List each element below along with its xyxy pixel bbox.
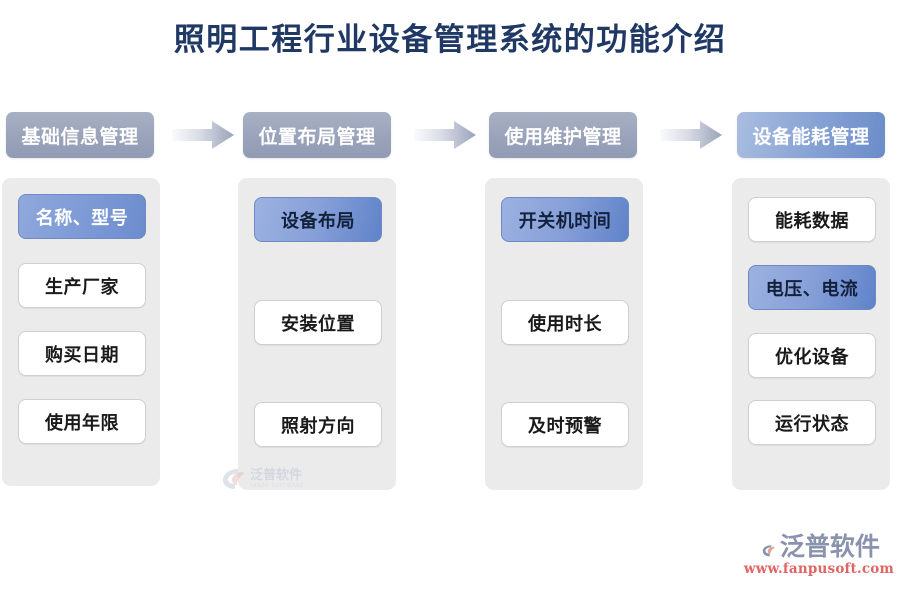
flow-stage-header-2[interactable]: 位置布局管理 — [243, 112, 391, 158]
fanpu-logo-icon — [762, 545, 775, 557]
right-arrow-icon — [172, 121, 234, 149]
flow-stage-panel-4: 能耗数据 电压、电流 优化设备 运行状态 — [732, 178, 890, 490]
flow-item-chip[interactable]: 名称、型号 — [18, 194, 146, 239]
flow-item-chip[interactable]: 生产厂家 — [18, 263, 146, 308]
right-arrow-icon — [414, 121, 476, 149]
flow-stage-panel-2: 设备布局 安装位置 照射方向 — [238, 178, 396, 490]
flow-item-chip[interactable]: 安装位置 — [254, 300, 382, 345]
brand-name: 泛普软件 — [779, 532, 880, 561]
flow-item-chip[interactable]: 运行状态 — [748, 400, 876, 445]
right-arrow-icon — [660, 121, 722, 149]
flow-item-chip[interactable]: 开关机时间 — [501, 197, 629, 242]
flow-header-row: 基础信息管理 位置布局管理 使用 — [0, 112, 900, 160]
flow-item-chip[interactable]: 及时预警 — [501, 402, 629, 447]
flow-stage-header-4[interactable]: 设备能耗管理 — [737, 112, 885, 158]
flow-item-chip[interactable]: 购买日期 — [18, 331, 146, 376]
flow-item-chip[interactable]: 设备布局 — [254, 197, 382, 242]
brand-url: www.fanpusoft.com — [743, 561, 894, 577]
flow-item-chip[interactable]: 电压、电流 — [748, 265, 876, 310]
brand-logo: 泛普软件 www.fanpusoft.com — [744, 532, 894, 590]
flow-stage-panel-3: 开关机时间 使用时长 及时预警 — [485, 178, 643, 490]
flow-stage-panel-1: 名称、型号 生产厂家 购买日期 使用年限 — [2, 178, 160, 486]
flow-stage-header-3[interactable]: 使用维护管理 — [489, 112, 637, 158]
flow-item-chip[interactable]: 使用年限 — [18, 399, 146, 444]
flow-stage-header-1[interactable]: 基础信息管理 — [6, 112, 154, 158]
flow-item-chip[interactable]: 优化设备 — [748, 333, 876, 378]
flow-item-chip[interactable]: 使用时长 — [501, 300, 629, 345]
page-title: 照明工程行业设备管理系统的功能介绍 — [173, 22, 727, 58]
flow-item-chip[interactable]: 照射方向 — [254, 402, 382, 447]
flow-item-chip[interactable]: 能耗数据 — [748, 197, 876, 242]
